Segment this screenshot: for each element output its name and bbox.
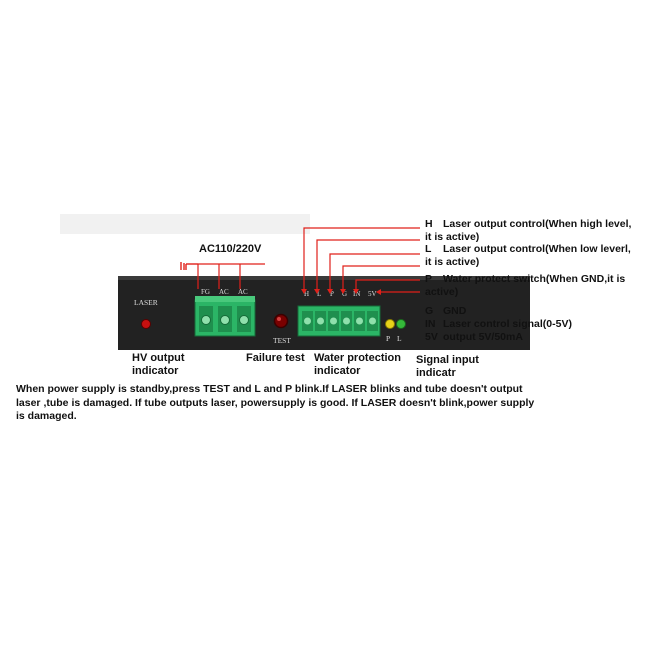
legend-key-p: P — [425, 273, 433, 285]
panel-top-edge — [118, 276, 530, 280]
terminal-label-h: H — [304, 290, 309, 298]
failure-test-label: Failure test — [246, 352, 305, 364]
ctrl-screw-p — [328, 311, 339, 331]
water-protection-label-line1: Water protection — [314, 352, 401, 364]
laser-label: LASER — [134, 298, 158, 307]
legend-key-h: H — [425, 218, 433, 230]
ctrl-screw-h — [302, 311, 313, 331]
legend-text-l: Laser output control(When low leverl, — [443, 243, 631, 255]
terminal-label-fg: FG — [201, 288, 210, 296]
terminal-label-5v: 5V — [368, 290, 377, 298]
terminal-label-p: P — [330, 290, 334, 298]
signal-input-label-line2: indicatr — [416, 367, 456, 379]
test-button[interactable] — [273, 313, 289, 329]
ac-screw-1 — [218, 306, 232, 332]
terminal-label-l: L — [317, 290, 321, 298]
legend-text-in: Laser control signal(0-5V) — [443, 318, 572, 330]
control-callout-lines — [303, 227, 420, 293]
legend-text-p: Water protect switch(When GND,it is — [443, 273, 626, 285]
ac-terminal-block — [194, 296, 256, 337]
ctrl-screw-l — [315, 311, 326, 331]
ctrl-screw-in — [354, 311, 365, 331]
legend-key-g: G — [425, 305, 434, 317]
legend-key-l: L — [425, 243, 432, 255]
legend-text-p-line2: active) — [425, 286, 459, 298]
standby-test-note: When power supply is standby,press TEST … — [16, 383, 535, 422]
test-button-highlight — [277, 317, 281, 321]
faded-background-text — [60, 214, 310, 234]
callout-arrowheads — [301, 289, 381, 295]
ac-input-callout — [197, 263, 265, 289]
legend-text-h: Laser output control(When high level, — [443, 218, 632, 230]
indicator-label-l: L — [397, 334, 402, 343]
legend-text-g: GND — [443, 305, 467, 317]
terminal-label-in: IN — [353, 290, 360, 298]
ctrl-screw-5v — [367, 311, 378, 331]
ground-icon — [180, 262, 198, 270]
test-label: TEST — [273, 336, 291, 345]
legend-text-l-line2: it is active) — [425, 256, 480, 268]
ctrl-screw-g — [341, 311, 352, 331]
legend-text-h-line2: it is active) — [425, 231, 480, 243]
hv-output-label-line1: HV output — [132, 352, 185, 364]
control-terminal-block — [297, 305, 381, 337]
ac-input-label: AC110/220V — [199, 243, 262, 255]
terminal-label-ac2: AC — [238, 288, 248, 296]
p-indicator-led — [385, 319, 395, 329]
terminal-label-g: G — [342, 290, 347, 298]
indicator-label-p: P — [386, 334, 390, 343]
legend-key-5v: 5V — [425, 331, 438, 343]
terminal-label-ac1: AC — [219, 288, 229, 296]
legend-text-5v: output 5V/50mA — [443, 331, 523, 343]
laser-led — [141, 319, 151, 329]
l-indicator-led — [396, 319, 406, 329]
ac-screw-2 — [237, 306, 251, 332]
ac-screw-fg — [199, 306, 213, 332]
water-protection-label-line2: indicator — [314, 365, 361, 377]
legend-key-in: IN — [425, 318, 436, 330]
signal-input-label-line1: Signal input — [416, 354, 479, 366]
hv-output-label-line2: indicator — [132, 365, 179, 377]
